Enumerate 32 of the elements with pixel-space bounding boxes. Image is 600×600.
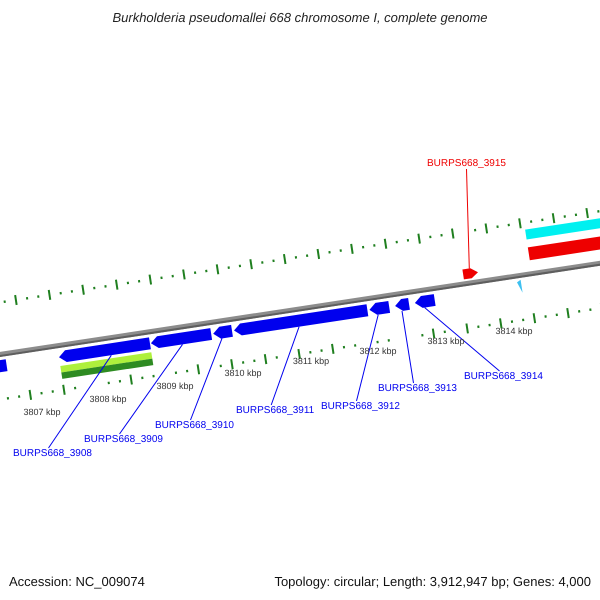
gene-feature — [213, 324, 233, 339]
gene-feature — [234, 304, 368, 336]
gene-feature — [0, 359, 8, 375]
gene-label: BURPS668_3908 — [13, 448, 92, 459]
scale-label: 3809 kbp — [156, 381, 194, 391]
gene-label: BURPS668_3912 — [321, 401, 400, 412]
footer-text: Accession: NC_009074 — [9, 574, 145, 589]
gene-feature — [414, 294, 436, 308]
gene-label: BURPS668_3914 — [464, 371, 543, 382]
gene-feature — [59, 337, 151, 362]
gene-label: BURPS668_3913 — [378, 383, 457, 394]
leader-line — [356, 314, 379, 402]
scale-label: 3811 kbp — [292, 356, 330, 366]
leader-line — [402, 310, 414, 384]
leader-line — [119, 344, 183, 434]
gene-label: BURPS668_3911 — [236, 405, 314, 416]
scale-label: 3814 kbp — [495, 326, 533, 336]
gene-feature — [395, 298, 410, 311]
footer-text: Topology: circular; Length: 3,912,947 bp; Genes: 4,000 — [274, 574, 591, 589]
scale-label: 3810 kbp — [224, 368, 262, 378]
leader-line — [48, 354, 112, 448]
title: Burkholderia pseudomallei 668 chromosome I, complete genome — [111, 10, 489, 25]
scale-label: 3808 kbp — [89, 394, 127, 404]
gene-label: BURPS668_3910 — [155, 420, 234, 431]
gene-feature — [60, 352, 154, 379]
scale-label: 3807 kbp — [23, 407, 61, 417]
scale-label: 3813 kbp — [427, 336, 465, 346]
gene-feature — [369, 301, 390, 315]
gene-feature — [462, 268, 478, 280]
gene-feature — [517, 280, 523, 293]
gene-label: BURPS668_3909 — [84, 434, 163, 445]
gene-label: BURPS668_3915 — [427, 158, 506, 169]
